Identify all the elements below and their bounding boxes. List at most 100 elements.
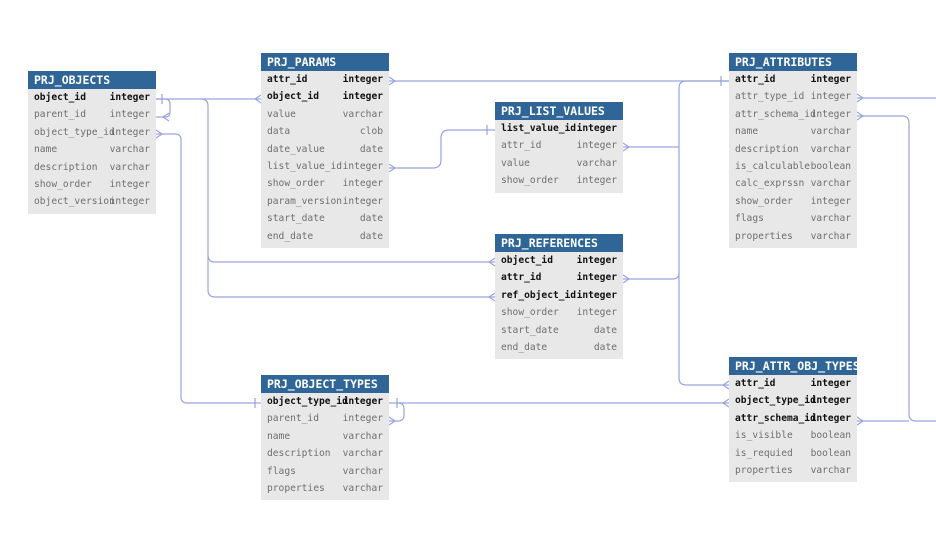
column-type: integer: [576, 307, 617, 319]
column-name: object_id: [34, 92, 86, 103]
column-row-object-id[interactable]: object_id integer: [28, 89, 156, 106]
column-type: integer: [810, 195, 851, 207]
column-name: name: [735, 126, 759, 138]
column-type: date: [359, 143, 383, 155]
link-attributes-schema-offscreen: [857, 115, 936, 422]
column-type: integer: [576, 123, 617, 134]
column-type: integer: [810, 91, 851, 103]
column-type: integer: [810, 412, 851, 424]
column-type: integer: [109, 178, 150, 190]
column-name: object_type_id: [267, 396, 348, 407]
column-type: integer: [342, 413, 383, 425]
column-name: date_value: [267, 143, 325, 155]
column-type: integer: [576, 272, 617, 284]
column-name: properties: [267, 482, 325, 494]
column-name: start_date: [267, 213, 325, 225]
many-marker-aot-type: [721, 398, 730, 408]
column-type: date: [593, 324, 617, 336]
column-name: show_order: [267, 178, 325, 190]
column-type: integer: [576, 175, 617, 187]
many-marker-attributes-schema: [856, 111, 865, 121]
many-marker-references-attr: [622, 274, 631, 284]
table-header: PRJ_ATTR_OBJ_TYPES: [729, 357, 857, 375]
column-type: varchar: [810, 126, 851, 138]
many-marker-params-object: [253, 94, 262, 104]
column-name: flags: [267, 465, 296, 477]
many-marker-list-attr: [622, 142, 631, 152]
column-type: integer: [342, 91, 383, 103]
many-marker-params-list: [388, 163, 397, 173]
column-row-date-value[interactable]: date_value date: [261, 141, 389, 158]
table-header: PRJ_LIST_VALUES: [495, 102, 623, 120]
column-name: attr_id: [735, 74, 776, 85]
column-name: description: [735, 143, 799, 155]
column-type: boolean: [810, 447, 851, 459]
column-name: is_visible: [735, 430, 793, 442]
many-marker-object-types-parent: [388, 416, 397, 426]
column-type: integer: [810, 108, 851, 120]
column-type: boolean: [810, 160, 851, 172]
column-row-name[interactable]: name varchar: [729, 123, 857, 140]
many-marker-objects-type: [155, 129, 164, 139]
column-type: integer: [576, 255, 617, 266]
many-marker-aot-attr: [721, 380, 730, 390]
column-type: integer: [109, 126, 150, 138]
column-name: value: [267, 108, 296, 120]
column-type: integer: [109, 92, 150, 103]
